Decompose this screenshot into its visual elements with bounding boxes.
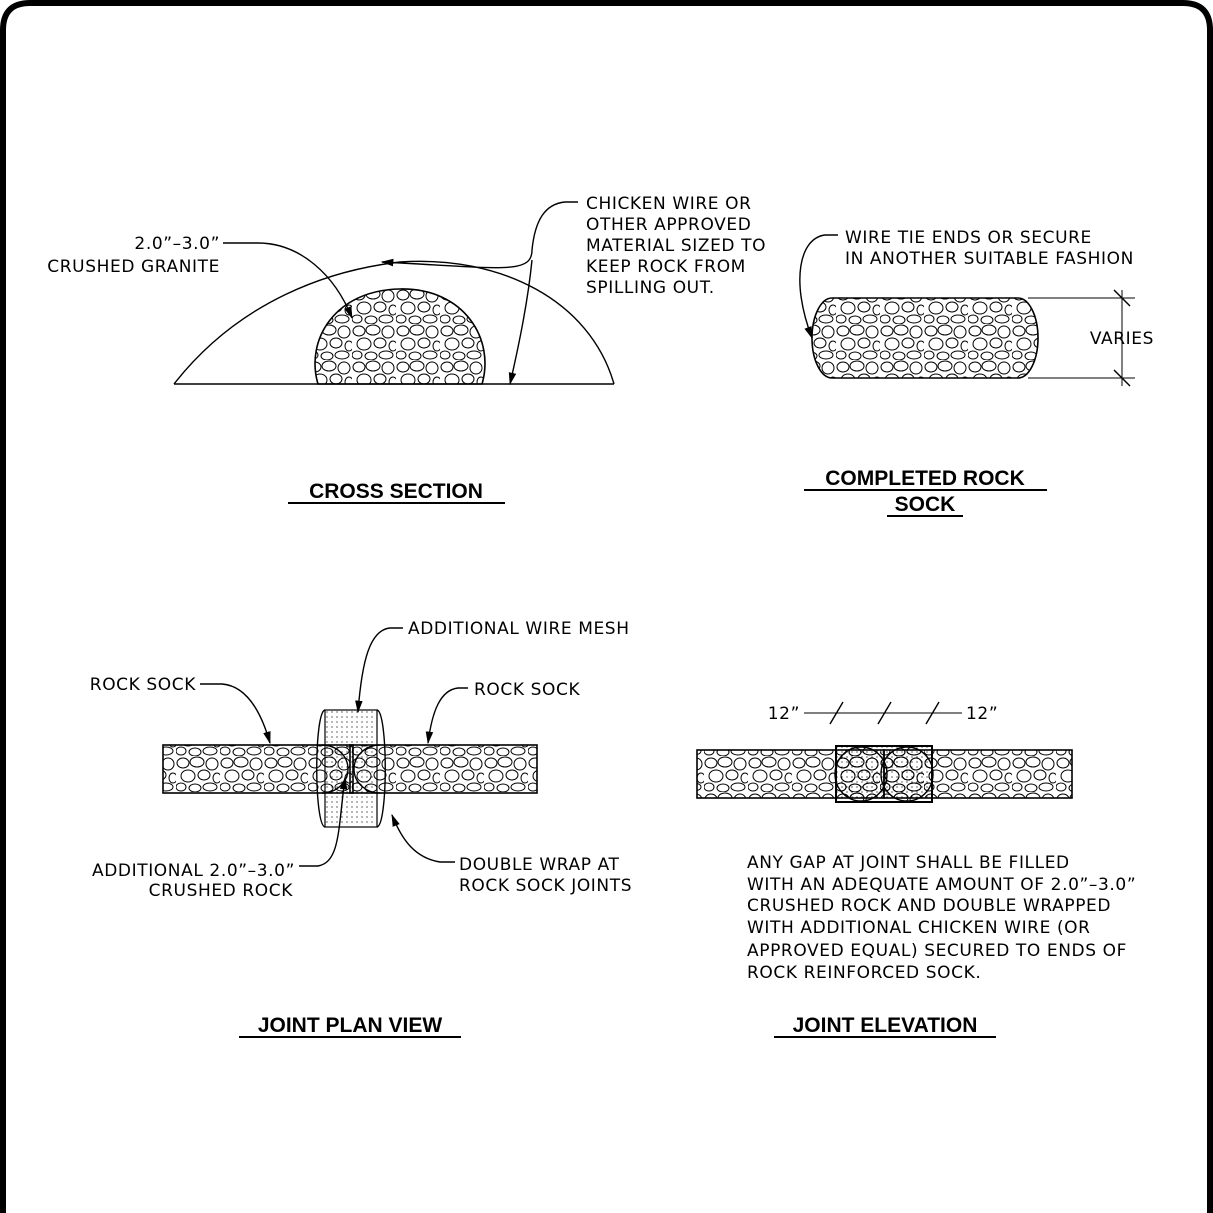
wire-label-line-1: CHICKEN WIRE OR [586, 194, 752, 214]
joint-elevation-detail: 12” 12” ANY GAP AT JOINT SHALL BE FILLED… [696, 701, 1136, 1038]
elevation-note-line-4: WITH ADDITIONAL CHICKEN WIRE (OR [747, 918, 1091, 938]
elevation-joint-circle-right [880, 746, 934, 802]
wire-wrap-arc [173, 260, 615, 385]
tie-leader [799, 234, 838, 340]
dim-tick-bottom [1113, 369, 1131, 387]
wire-label-line-5: SPILLING OUT. [586, 278, 715, 298]
sock-left-label: ROCK SOCK [90, 675, 196, 695]
joint-plan-title: JOINT PLAN VIEW [258, 1014, 443, 1037]
elevation-note-line-6: ROCK REINFORCED SOCK. [747, 963, 981, 983]
tie-label-line-1: WIRE TIE ENDS OR SECURE [845, 228, 1092, 248]
joint-circle-right [353, 744, 381, 794]
mesh-label: ADDITIONAL WIRE MESH [408, 619, 630, 639]
double-wrap-label-line-2: ROCK SOCK JOINTS [459, 876, 632, 896]
elevation-dim-left-label: 12” [768, 704, 800, 724]
wire-leader-1 [380, 201, 578, 269]
granite-leader [223, 242, 353, 320]
joint-circle-left [321, 744, 349, 794]
completed-sock-title-line-1: COMPLETED ROCK [825, 467, 1025, 490]
granite-label-line-1: 2.0”–3.0” [134, 234, 220, 254]
joint-elevation-title: JOINT ELEVATION [793, 1014, 978, 1037]
elevation-note-line-5: APPROVED EQUAL) SECURED TO ENDS OF [747, 941, 1127, 961]
elevation-note-line-2: WITH AN ADEQUATE AMOUNT OF 2.0”–3.0” [747, 875, 1136, 895]
varies-label: VARIES [1090, 329, 1154, 349]
elevation-joint-circle-left [834, 746, 888, 802]
cross-section-title: CROSS SECTION [309, 480, 483, 503]
cross-section-detail: 2.0”–3.0” CRUSHED GRANITE CHICKEN WIRE O… [47, 194, 766, 504]
joint-plan-detail: ADDITIONAL WIRE MESH ROCK SOCK ROCK SOCK… [90, 619, 632, 1038]
completed-sock-title-line-2: SOCK [895, 493, 956, 516]
wire-label-line-2: OTHER APPROVED [586, 215, 751, 235]
elevation-dim-tick-2 [877, 701, 892, 725]
elevation-note-line-3: CRUSHED ROCK AND DOUBLE WRAPPED [747, 896, 1111, 916]
elevation-dim-tick-1 [829, 701, 844, 725]
plan-sock-right [349, 744, 538, 794]
wire-leader-2 [508, 259, 533, 386]
double-wrap-leader [391, 813, 455, 863]
elevation-note-line-1: ANY GAP AT JOINT SHALL BE FILLED [747, 853, 1070, 873]
plan-sock-left [162, 744, 354, 794]
dim-tick-top [1113, 289, 1131, 307]
crushed-rock-label-line-2: CRUSHED ROCK [149, 881, 294, 901]
completed-sock-detail: WIRE TIE ENDS OR SECURE IN ANOTHER SUITA… [799, 228, 1154, 517]
wire-label-line-4: KEEP ROCK FROM [586, 257, 746, 277]
crushed-rock-label-line-1: ADDITIONAL 2.0”–3.0” [92, 861, 295, 881]
elevation-dim-tick-3 [925, 701, 940, 725]
crushed-rock-leader [299, 776, 348, 867]
sock-left-leader [200, 683, 271, 745]
elevation-dim-right-label: 12” [966, 704, 998, 724]
tie-label-line-2: IN ANOTHER SUITABLE FASHION [845, 249, 1134, 269]
double-wrap-label-line-1: DOUBLE WRAP AT [459, 855, 620, 875]
granite-label-line-2: CRUSHED GRANITE [47, 257, 220, 277]
completed-sock-body [811, 297, 1039, 379]
rock-sock-section [314, 288, 486, 385]
sock-right-label: ROCK SOCK [474, 680, 580, 700]
sock-right-leader [425, 687, 468, 745]
wire-label-line-3: MATERIAL SIZED TO [586, 236, 766, 256]
mesh-leader [355, 627, 403, 714]
